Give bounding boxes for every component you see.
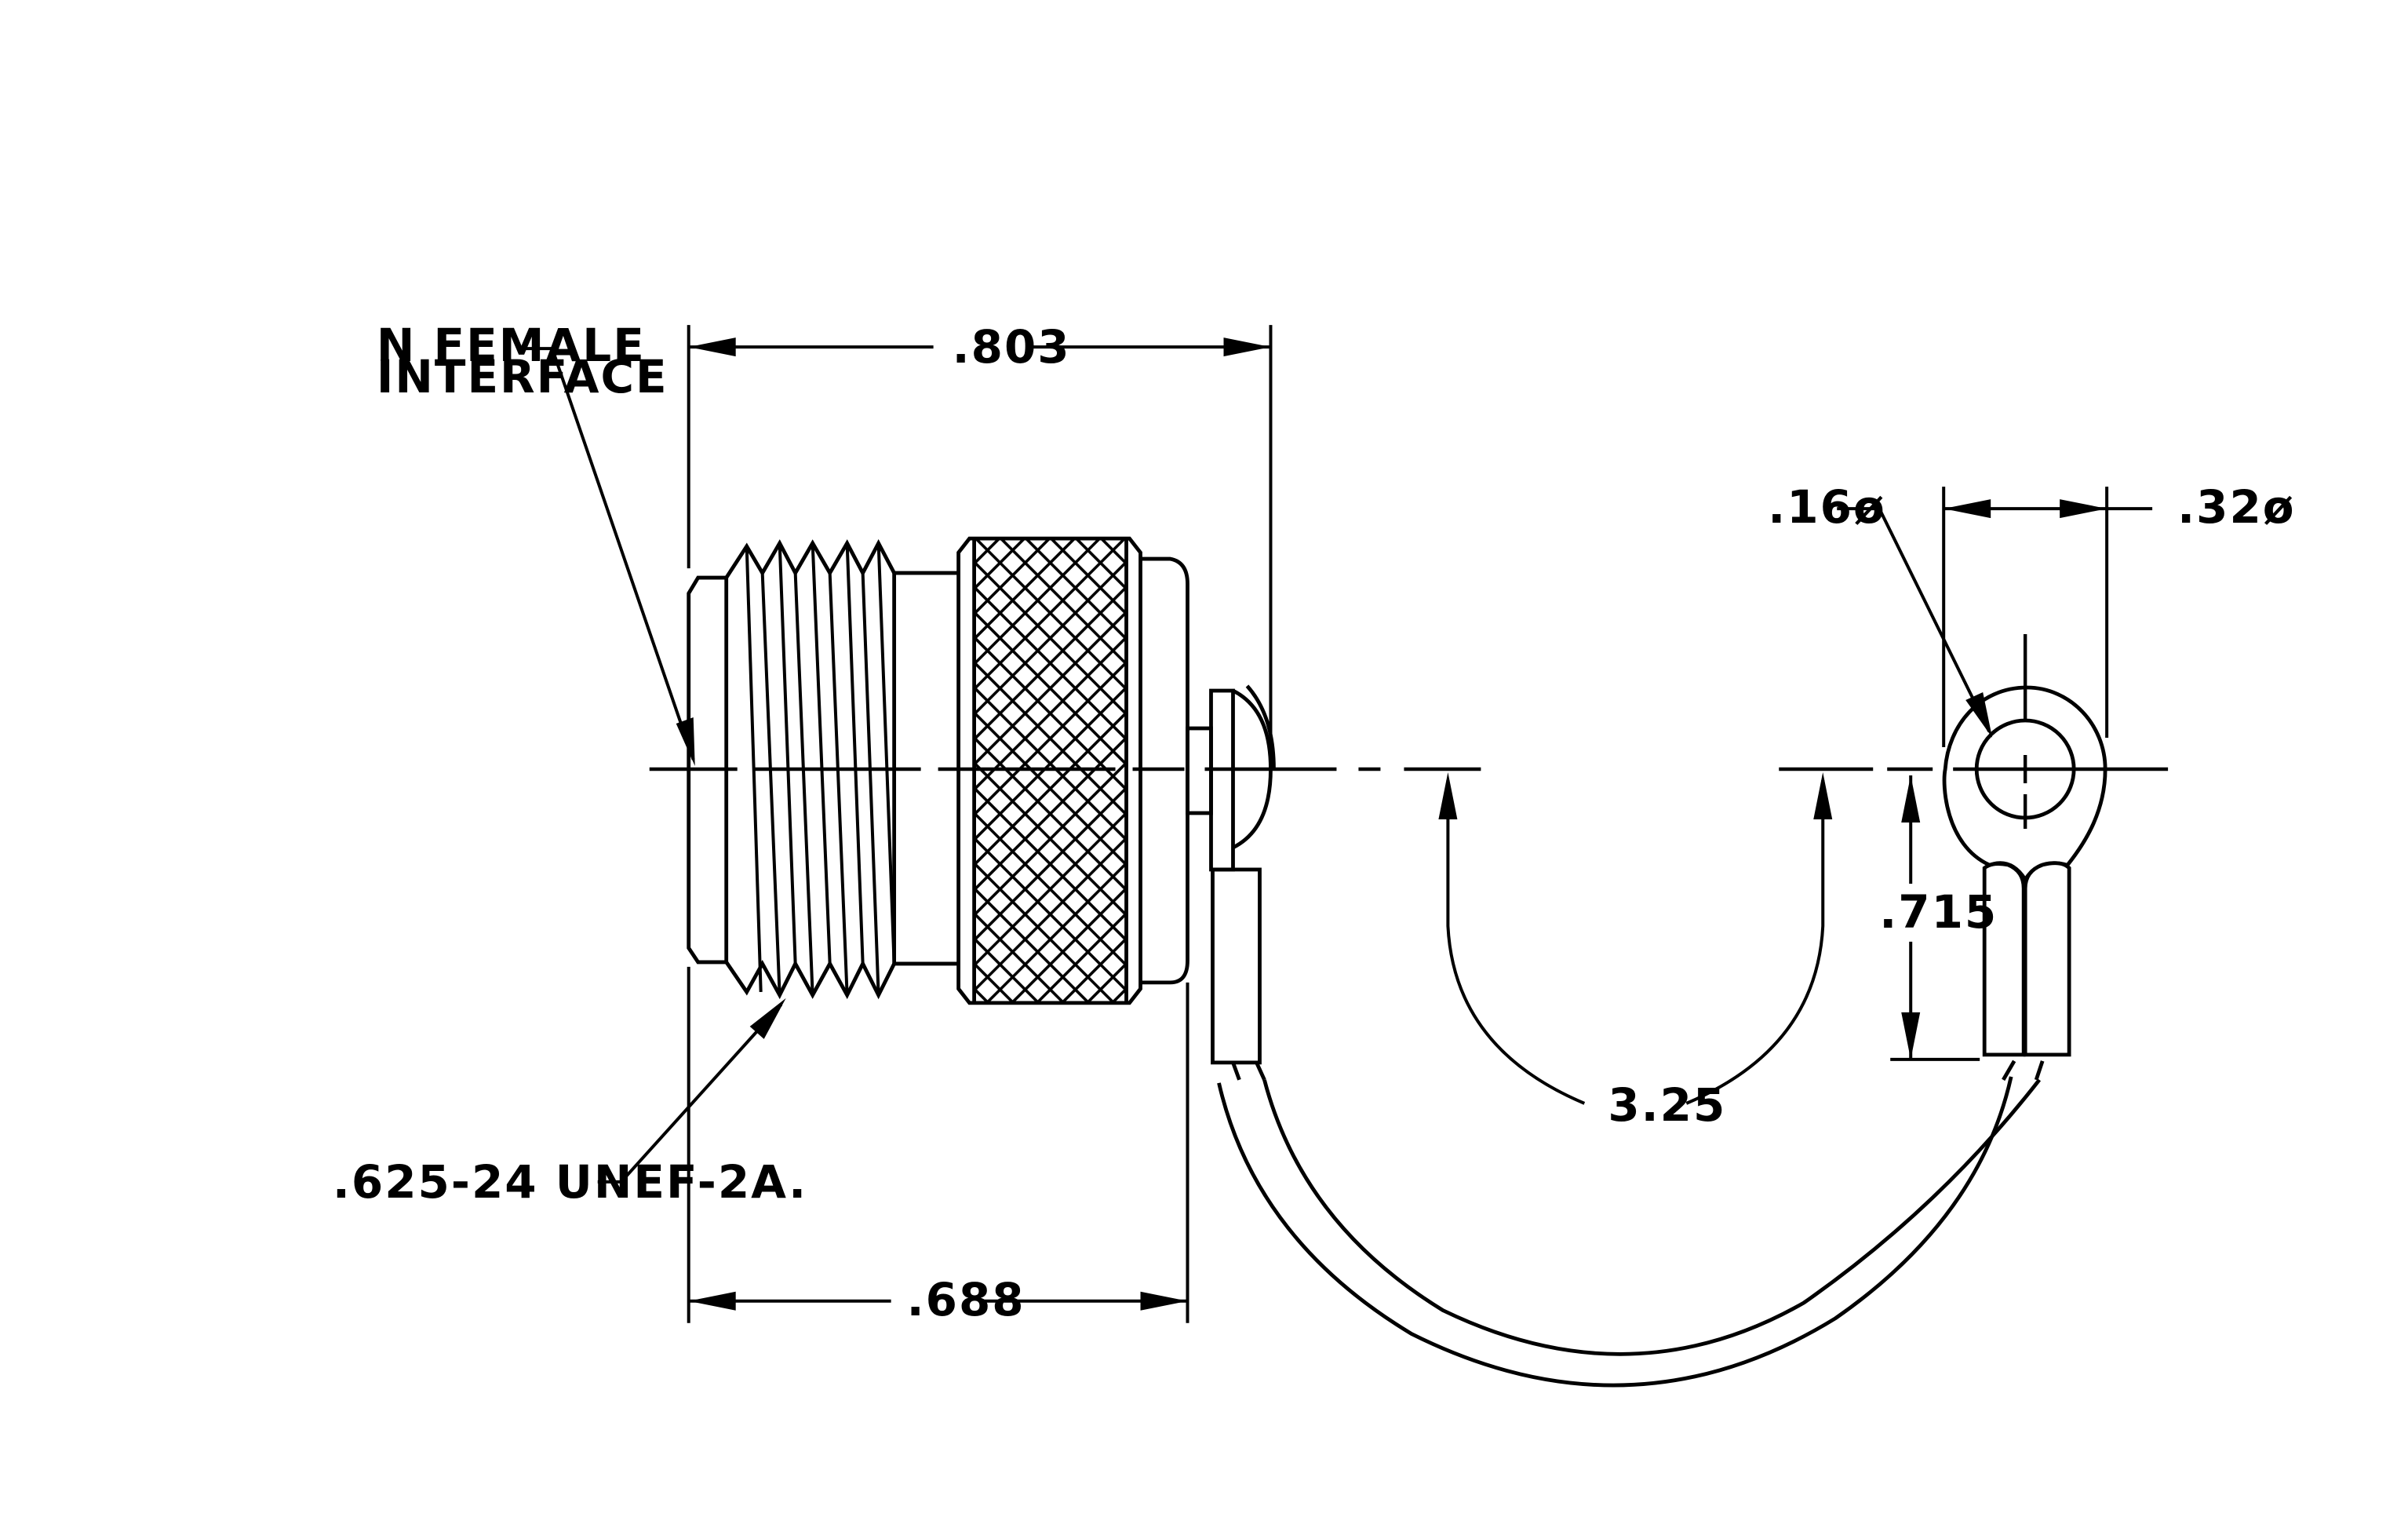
knurl-line	[974, 1064, 1127, 1216]
ring-lug	[1942, 685, 2107, 1057]
knurl-line	[1060, 937, 1127, 1003]
lug-offset-label: .715	[1879, 885, 1998, 939]
tether-cable	[1217, 1060, 2045, 1388]
dimension-lug-diameter	[1942, 487, 2153, 748]
knurl-line	[974, 538, 977, 540]
body-length-label: .688	[907, 1273, 1025, 1326]
knurl-line	[974, 1014, 1127, 1166]
knurl-line	[974, 1089, 1127, 1242]
knurl-line	[974, 1140, 1127, 1292]
leader-thread	[597, 998, 786, 1184]
leader-interface	[522, 347, 695, 766]
interface-label-line2: INTERFACE	[377, 350, 668, 403]
knurl-line	[974, 1089, 1127, 1242]
knurl-line	[974, 1114, 1127, 1267]
knurl-line	[974, 1039, 1127, 1191]
leader-hole-diameter	[1837, 507, 1993, 739]
knurl-line	[974, 937, 1041, 1003]
knurled-nut	[956, 536, 1142, 1292]
knurl-line	[974, 1014, 1127, 1166]
dimension-overall-length	[687, 325, 1273, 748]
lug-diameter-label: .32ø	[2177, 480, 2296, 534]
dimension-lug-offset	[1890, 775, 1980, 1061]
knurl-line	[974, 1140, 1127, 1292]
center-line	[649, 634, 2169, 829]
thread-label: .625-24 UNEF-2A.	[333, 1155, 807, 1209]
knurl-line	[974, 987, 991, 1003]
dimension-chain-length	[1438, 771, 1833, 1105]
knurl-line	[1124, 538, 1127, 540]
knurl-line	[974, 962, 1016, 1003]
hole-diameter-label: .16ø	[1768, 480, 1886, 534]
interface-label-line1: N FEMALE	[377, 319, 646, 372]
knurl-line	[1109, 987, 1127, 1003]
knurl-line	[974, 1064, 1127, 1216]
knurl-line	[1035, 912, 1127, 1003]
overall-length-label: .803	[953, 320, 1071, 374]
knurl-line	[1085, 962, 1127, 1003]
dimension-body-length	[687, 966, 1189, 1323]
chain-length-label: 3.25	[1608, 1078, 1726, 1132]
knurl-line	[1010, 887, 1127, 1003]
knurl-line	[974, 1114, 1127, 1267]
knurl-line	[974, 1039, 1127, 1191]
